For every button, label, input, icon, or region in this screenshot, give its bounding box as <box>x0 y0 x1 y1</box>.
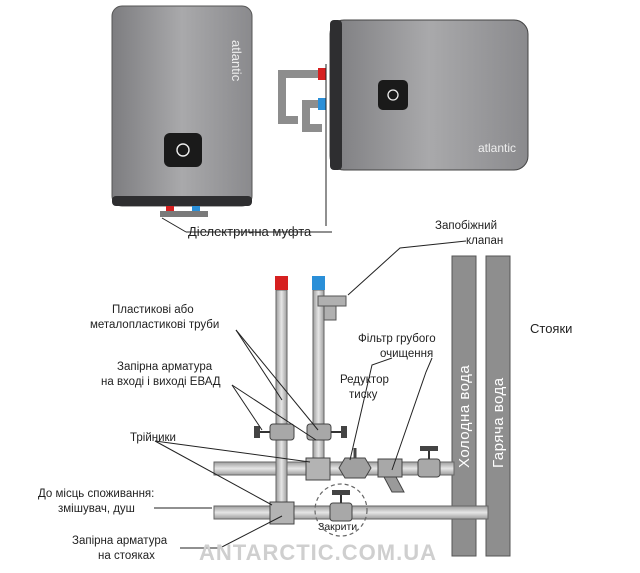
shutoff-in-out-label-1: Запірна арматура <box>117 361 213 373</box>
safety-valve <box>317 295 347 321</box>
control-panel-front <box>164 133 202 167</box>
consumption-label-1: До місць споживання: <box>38 488 154 500</box>
riser-shutoff-valve-hot <box>314 483 368 537</box>
close-label: Закрити <box>318 521 357 533</box>
risers-label: Стояки <box>530 321 572 336</box>
pressure-reducer-label-1: Редуктор <box>340 374 389 386</box>
leader-lines <box>154 240 467 549</box>
tee-cold <box>305 457 331 481</box>
cold-connector-cap <box>312 276 325 290</box>
water-heater-side: atlantic <box>278 19 529 226</box>
coarse-filter-label-2: очищення <box>380 348 433 360</box>
cold-water-label: Холодна вода <box>456 365 473 468</box>
shutoff-risers-label-1: Запірна арматура <box>72 535 168 547</box>
watermark: ANTARCTIC.COM.UA <box>198 540 437 565</box>
consumption-label-2: змішувач, душ <box>58 503 135 515</box>
coarse-filter <box>377 458 405 493</box>
hot-water-riser <box>485 255 511 557</box>
plastic-pipes-label-1: Пластикові або <box>112 304 194 316</box>
safety-valve-label-1: Запобіжний <box>435 220 497 232</box>
side-hot-pipe <box>278 70 322 124</box>
side-cold-pipe <box>302 100 322 132</box>
shutoff-in-out-label-2: на вході і виході ЕВАД <box>101 376 221 388</box>
hot-water-label: Гаряча вода <box>490 377 507 468</box>
safety-valve-label-2: клапан <box>466 235 503 247</box>
water-heater-front: atlantic <box>111 5 253 217</box>
dielectric-coupling-label: Діелектрична муфта <box>188 224 312 239</box>
shutoff-risers-label-2: на стояках <box>98 550 155 562</box>
brand-logo-front: atlantic <box>229 40 244 82</box>
brand-logo-side: atlantic <box>478 141 516 155</box>
dielectric-leader <box>161 217 187 233</box>
pressure-reducer <box>338 448 372 479</box>
shutoff-valve-hot <box>254 423 295 441</box>
dial-icon <box>176 143 190 157</box>
coarse-filter-label-1: Фільтр грубого <box>358 333 436 345</box>
pressure-reducer-label-2: тиску <box>349 389 378 401</box>
dial-icon-side <box>387 89 399 101</box>
shutoff-valve-cold <box>306 423 347 441</box>
riser-shutoff-valve-cold <box>417 446 441 478</box>
tee-hot <box>269 501 295 525</box>
hot-connector-cap <box>275 276 288 290</box>
tees-label: Трійники <box>130 432 176 444</box>
plastic-pipes-label-2: металопластикові труби <box>90 319 219 331</box>
control-panel-side <box>378 80 408 110</box>
